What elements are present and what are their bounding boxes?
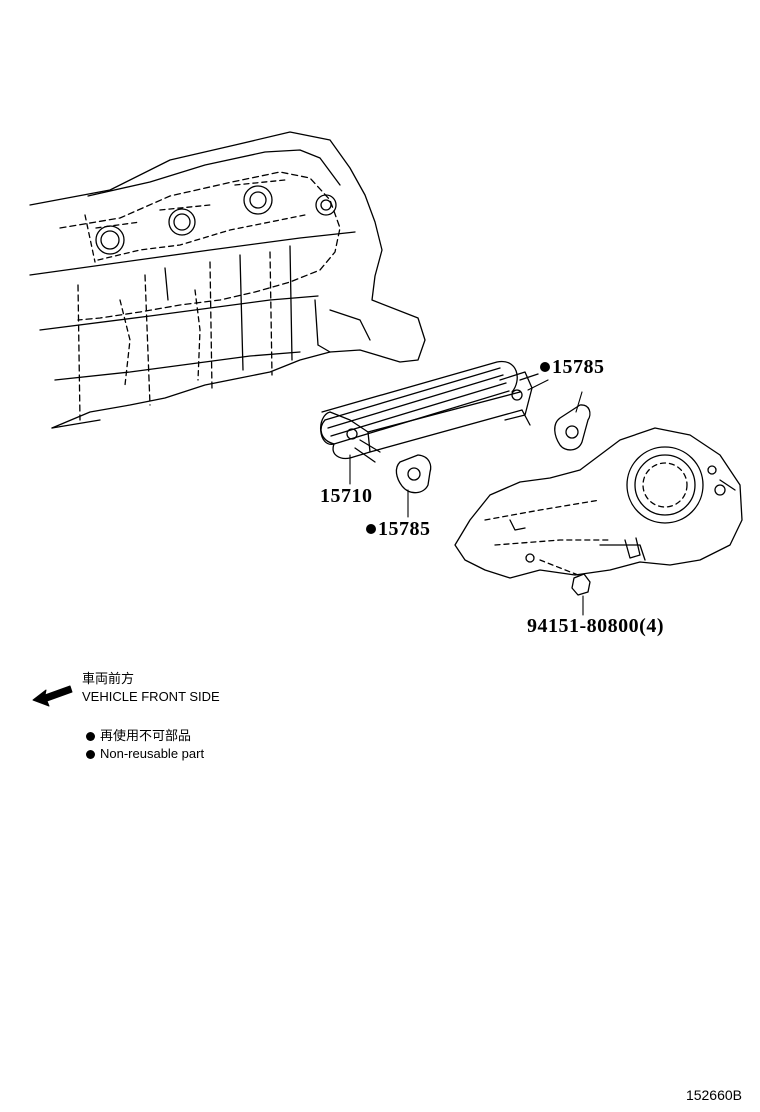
- gasket-15785-upper: [554, 404, 591, 451]
- legend-nonreusable-en: Non-reusable part: [100, 746, 205, 761]
- housing-cover: [454, 427, 743, 579]
- leader-lines: [349, 379, 584, 616]
- non-reusable-dot-icon: [540, 362, 550, 372]
- reference-code: 152660B: [685, 1087, 742, 1103]
- oil-cooler-15710: [320, 360, 539, 463]
- legend-front-en: VEHICLE FRONT SIDE: [82, 689, 220, 704]
- non-reusable-dot-icon: [86, 731, 95, 741]
- callout-94151-80800: 94151-80800(4): [527, 615, 664, 637]
- non-reusable-dot-icon: [366, 524, 376, 534]
- engine-block: [29, 131, 426, 429]
- front-direction-arrow-icon: [32, 685, 73, 707]
- bolt-94151-80800: [539, 559, 591, 596]
- legend-non-reusable: 再使用不可部品 Non-reusable part: [86, 728, 204, 762]
- non-reusable-dot-icon: [86, 749, 95, 759]
- legend-front-side: 車両前方 VEHICLE FRONT SIDE: [82, 671, 220, 705]
- gasket-15785-lower: [395, 454, 432, 494]
- legend-nonreusable-jp: 再使用不可部品: [100, 728, 192, 743]
- callout-15785-upper: 15785: [540, 356, 605, 378]
- callout-15785-lower: 15785: [366, 518, 431, 540]
- callout-15710: 15710: [320, 485, 373, 507]
- legend-front-jp: 車両前方: [82, 671, 135, 686]
